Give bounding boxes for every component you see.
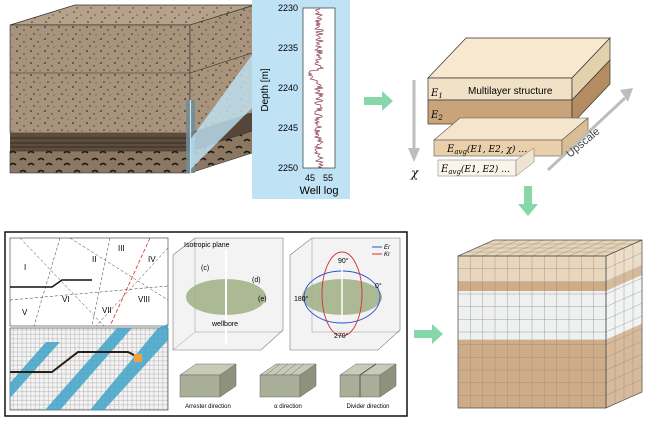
y-tick-2235: 2235 bbox=[278, 43, 298, 53]
label-e1: E1 bbox=[430, 88, 443, 100]
voxel-cube bbox=[457, 239, 643, 409]
region-vii: VII bbox=[102, 306, 112, 315]
label-eavg-1: Eavg(E1, E2, χ) … bbox=[446, 144, 527, 156]
y-tick-2250: 2250 bbox=[278, 163, 298, 173]
region-i: I bbox=[24, 263, 26, 272]
isotropic-plane-label: Isotropic plane bbox=[184, 242, 230, 249]
alpha-direction-label: α direction bbox=[274, 404, 302, 410]
flow-arrow-down bbox=[518, 186, 538, 216]
block-alpha: α direction bbox=[259, 363, 317, 410]
wellbore-label: wellbore bbox=[211, 321, 238, 328]
anisotropy-box-right: 90° 180° 0° 270° Er Kr bbox=[289, 237, 401, 351]
angle-0: 0° bbox=[375, 282, 382, 290]
label-e2: E2 bbox=[430, 110, 443, 122]
well-log-chart: 2230 2235 2240 2245 2250 Depth [m] 45 55… bbox=[260, 3, 338, 197]
callout-c: (c) bbox=[201, 265, 209, 272]
arrester-direction-label: Arrester direction bbox=[185, 404, 231, 410]
legend-er: Er bbox=[384, 245, 391, 251]
label-eavg-2: Eavg(E1, E2) … bbox=[440, 164, 510, 176]
region-diagram: I II III IV V VI VII VIII bbox=[9, 237, 169, 327]
flow-arrow-right-2 bbox=[414, 324, 443, 344]
x-axis-label: Well log bbox=[300, 185, 339, 197]
region-vi: VI bbox=[62, 295, 70, 304]
flow-arrow-right bbox=[364, 91, 393, 111]
label-chi: χ bbox=[410, 166, 419, 180]
angle-270: 270° bbox=[334, 332, 349, 340]
y-tick-2230: 2230 bbox=[278, 3, 298, 13]
angle-90: 90° bbox=[338, 257, 349, 265]
mesh-grid bbox=[9, 324, 169, 411]
angle-180: 180° bbox=[294, 295, 309, 303]
region-viii: VIII bbox=[138, 295, 150, 304]
y-tick-2245: 2245 bbox=[278, 123, 298, 133]
well-log-plot-area bbox=[302, 7, 336, 169]
x-tick-55: 55 bbox=[323, 173, 333, 183]
y-axis-label: Depth [m] bbox=[260, 68, 271, 112]
multilayer-title: Multilayer structure bbox=[468, 86, 553, 97]
y-tick-2240: 2240 bbox=[278, 83, 298, 93]
region-iii: III bbox=[118, 244, 125, 253]
region-ii: II bbox=[92, 255, 96, 264]
callout-e: (e) bbox=[258, 296, 267, 303]
block-arrester: Arrester direction bbox=[179, 363, 237, 410]
anisotropy-box-left: Isotropic plane (c) (d) (e) wellbore bbox=[172, 237, 284, 351]
region-v: V bbox=[22, 308, 28, 317]
multilayer-structure: E1 Multilayer structure E2 Eavg(E1, E2, … bbox=[408, 37, 633, 180]
well-projection bbox=[190, 55, 252, 170]
rock-block bbox=[9, 4, 256, 174]
divider-direction-label: Divider direction bbox=[346, 404, 389, 410]
block-divider: Divider direction bbox=[339, 363, 397, 410]
well-log-trace bbox=[307, 7, 325, 169]
x-tick-45: 45 bbox=[305, 173, 315, 183]
callout-d: (d) bbox=[252, 277, 261, 284]
region-iv: IV bbox=[148, 255, 156, 264]
legend-kr: Kr bbox=[384, 252, 391, 258]
